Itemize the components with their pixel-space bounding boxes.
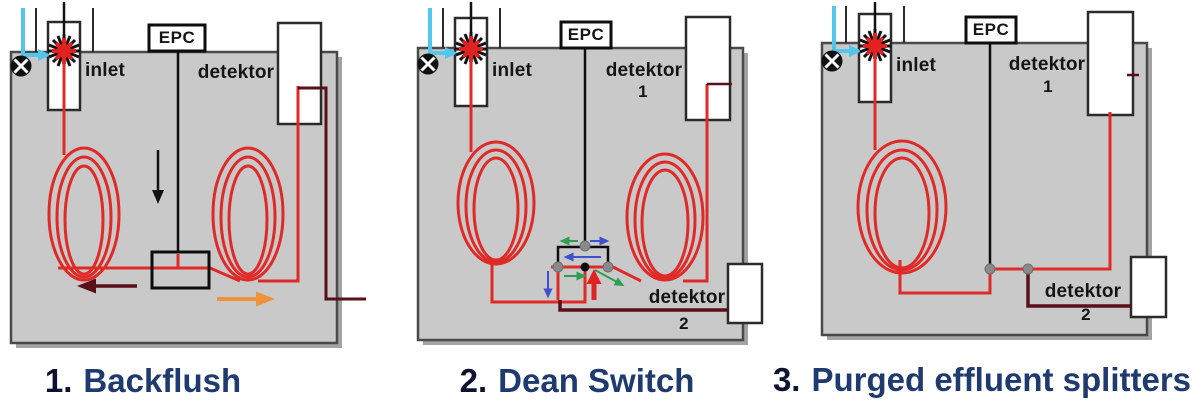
column1-coil (456, 140, 536, 266)
shutoff-valve-icon (820, 49, 844, 73)
panel-backflush (9, 2, 366, 348)
epc-box (147, 23, 207, 53)
detector2-label-2: detektor (648, 287, 726, 308)
caption-number: 2. (459, 362, 488, 399)
caption-backflush: 1. Backflush (45, 362, 241, 400)
vent-line (298, 86, 366, 301)
caption-text: Backflush (83, 362, 242, 399)
panel-dean-switch (416, 2, 764, 345)
caption-number: 1. (44, 362, 73, 399)
detector1-label-3: detektor (1008, 54, 1086, 75)
caption-number: 3. (772, 361, 801, 398)
caption-text: Purged effluent splitters (811, 361, 1192, 398)
column-effluent-loop (898, 260, 992, 295)
detector1-number-2: 1 (638, 82, 648, 101)
column2-to-detector1-line (683, 84, 709, 283)
carrier-gas-line (21, 8, 51, 61)
detector2-number-2: 2 (679, 314, 689, 333)
detector2-label-3: detektor (1044, 281, 1122, 302)
tee-dot-left (552, 261, 564, 273)
detector1-box (1086, 10, 1135, 117)
tee-dot-right (602, 261, 614, 273)
detector2-transfer-line (1026, 270, 1131, 308)
switch-state-arrows (543, 236, 625, 300)
column-coil (856, 139, 948, 275)
column2-coil (625, 152, 705, 282)
detector2-box (1129, 255, 1168, 319)
epc-box (559, 20, 613, 50)
epc-label-3: EPC (972, 20, 1010, 39)
detector2-number-3: 2 (1081, 305, 1091, 324)
shutoff-valve-icon (416, 52, 440, 76)
detector2-transfer-line (558, 300, 728, 312)
panel-purged-splitters (820, 2, 1168, 340)
shutoff-valve-icon (9, 54, 33, 78)
tee-dot-top (579, 240, 591, 252)
inlet-label-3: inlet (895, 55, 937, 76)
inlet-port-lines (442, 8, 501, 48)
inlet-port-lines (35, 8, 94, 52)
caption-text: Dean Switch (498, 362, 695, 399)
inlet-label-2: inlet (491, 60, 533, 81)
junction-union-box (150, 250, 211, 290)
detector-label-1: detektor (197, 62, 275, 83)
column2-to-detector-line (258, 86, 300, 283)
detector2-box (726, 262, 764, 325)
tee-dot-purge (984, 263, 996, 275)
epc-box (964, 15, 1018, 45)
switch-tee-dots (552, 240, 614, 273)
splitter-tee-dots (984, 263, 1034, 275)
inlet-label-1: inlet (84, 60, 126, 81)
column2-coil (211, 146, 285, 282)
caption-purged-splitters: 3. Purged effluent splitters (773, 361, 1191, 399)
epc-label-2: EPC (567, 25, 605, 44)
caption-dean-switch: 2. Dean Switch (460, 362, 695, 400)
inlet-port-lines (845, 6, 905, 43)
column1-effluent-loop (490, 258, 587, 304)
epc-label-1: EPC (158, 28, 196, 47)
carrier-gas-line (428, 8, 458, 59)
column-inlet-dot (580, 262, 590, 272)
tee-dot-split (1022, 263, 1034, 275)
detector1-number-3: 1 (1043, 77, 1053, 96)
column-flow-lines (456, 56, 709, 304)
detector1-label-2: detektor (605, 60, 683, 81)
